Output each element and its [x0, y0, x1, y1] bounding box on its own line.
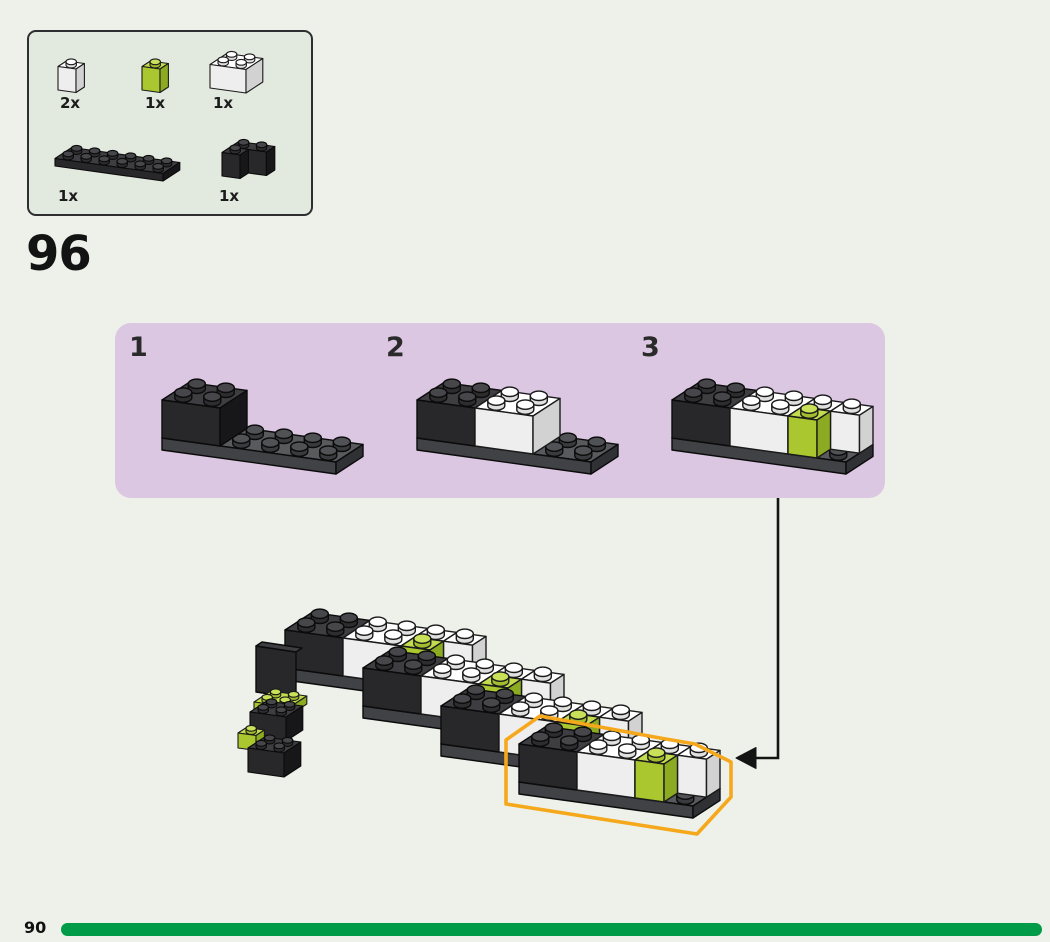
part-count-label: 1x: [219, 187, 240, 205]
callout-arrow: [735, 498, 780, 769]
substep-number-1: 1: [129, 332, 148, 363]
substep-number-2: 2: [386, 332, 405, 363]
page-number: 90: [24, 918, 47, 937]
part-count-label: 2x: [60, 94, 81, 112]
part-count-label: 1x: [58, 187, 79, 205]
substep-number-3: 3: [641, 332, 660, 363]
progress-bar: [61, 923, 1042, 936]
step-number: 96: [26, 226, 92, 282]
part-count-label: 1x: [145, 94, 166, 112]
new-part-highlight-outline: [504, 714, 733, 836]
part-count-label: 1x: [213, 94, 234, 112]
substeps-panel: [115, 323, 885, 498]
main-assembly-illustration: [237, 608, 721, 819]
